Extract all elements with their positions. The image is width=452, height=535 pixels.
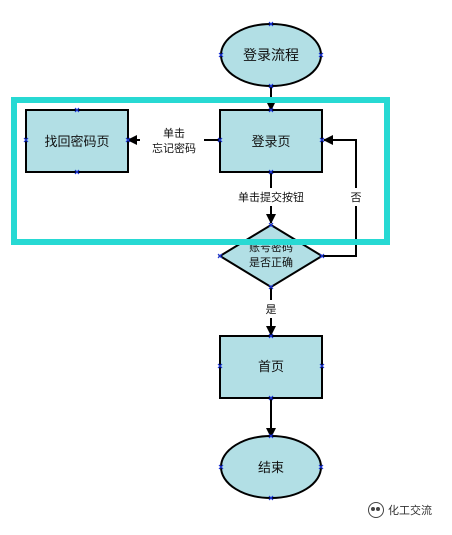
end-label: 结束 <box>258 461 284 476</box>
forgot-edge-label-line2: 忘记密码 <box>152 141 196 155</box>
home-page-node <box>219 335 323 399</box>
watermark-text: 化工交流 <box>388 504 432 517</box>
yes-edge-label: 是 <box>266 303 277 316</box>
login-page-node <box>219 109 323 173</box>
forgot-edge-label-line1: 单击 <box>163 127 185 140</box>
wechat-icon <box>368 502 384 518</box>
highlight-box <box>11 97 390 245</box>
login-page-label: 登录页 <box>251 135 290 150</box>
decision-label-line2: 是否正确 <box>249 256 293 269</box>
home-page-label: 首页 <box>258 360 284 375</box>
watermark: 化工交流 <box>368 502 432 518</box>
forgot-password-node <box>25 109 129 173</box>
submit-edge-label: 单击提交按钮 <box>238 190 304 204</box>
no-edge-label: 否 <box>351 191 362 204</box>
connection-markers <box>23 21 325 501</box>
forgot-password-label: 找回密码页 <box>44 134 109 150</box>
start-label: 登录流程 <box>243 48 299 64</box>
